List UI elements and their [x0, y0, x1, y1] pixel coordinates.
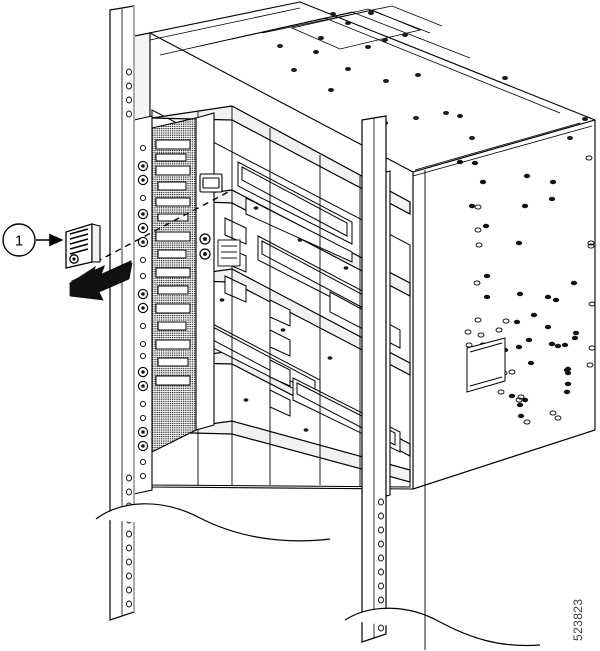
chassis-right-side-panel	[412, 119, 596, 490]
chassis-side-panel-holes	[456, 155, 596, 425]
chassis-top-seams	[149, 5, 593, 177]
figure-id-label: 523823	[571, 599, 585, 641]
right-rack-post	[344, 115, 541, 647]
removal-direction-arrow	[68, 260, 133, 301]
alignment-leader-line	[95, 189, 233, 263]
chassis-left-mount-flange	[133, 115, 153, 495]
callout-1-number: 1	[15, 233, 23, 250]
removable-module	[65, 223, 101, 269]
rack-post-break-line	[95, 503, 331, 542]
side-panel-vent	[466, 337, 506, 393]
board-label-area	[217, 239, 241, 267]
rack-post-break-line-right	[344, 607, 541, 647]
callout-1: 1	[2, 223, 64, 257]
left-post-holes	[126, 68, 132, 608]
right-post-holes	[378, 498, 384, 632]
board-front-connector	[199, 173, 223, 193]
callout-1-circle	[2, 223, 36, 257]
board-thumbscrews	[199, 233, 211, 260]
module-contact-lines	[69, 228, 89, 255]
module-thumbscrew	[69, 254, 79, 264]
chassis-top-screws	[277, 11, 588, 140]
installed-board-assembly	[151, 112, 241, 453]
left-rack-post	[95, 5, 331, 621]
